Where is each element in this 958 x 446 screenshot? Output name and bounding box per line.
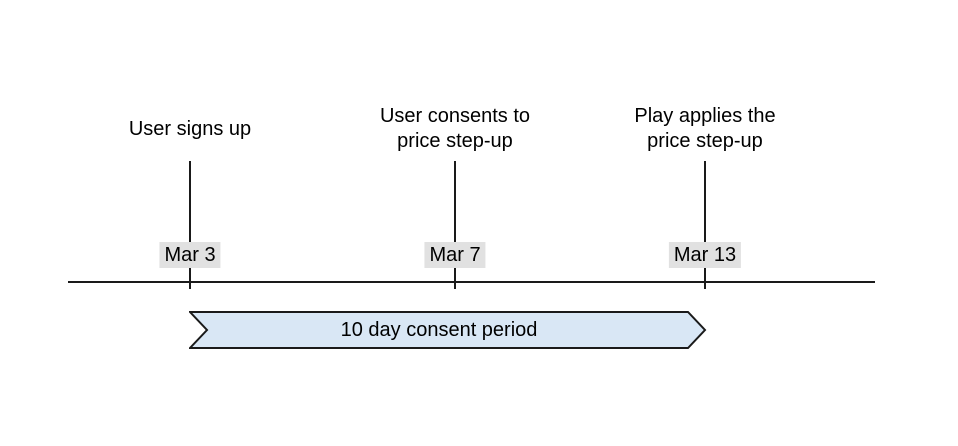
event-label: Play applies the price step-up — [634, 105, 776, 152]
event-label: User consents to price step-up — [379, 105, 531, 152]
event-tick-line — [704, 161, 706, 289]
consent-banner-shape — [189, 311, 707, 349]
timeline-axis-line — [68, 281, 875, 283]
event-date-label: Mar 3 — [159, 242, 221, 268]
event-label: User signs up — [128, 117, 252, 140]
consent-banner-label: 10 day consent period — [340, 319, 538, 341]
consent-period-banner: 10 day consent period — [189, 311, 707, 349]
event-date-label: Mar 13 — [668, 242, 742, 268]
event-tick-line — [189, 161, 191, 289]
event-date-label: Mar 7 — [424, 242, 486, 268]
event-tick-line — [454, 161, 456, 289]
chevron-arrow-shape — [189, 311, 707, 349]
